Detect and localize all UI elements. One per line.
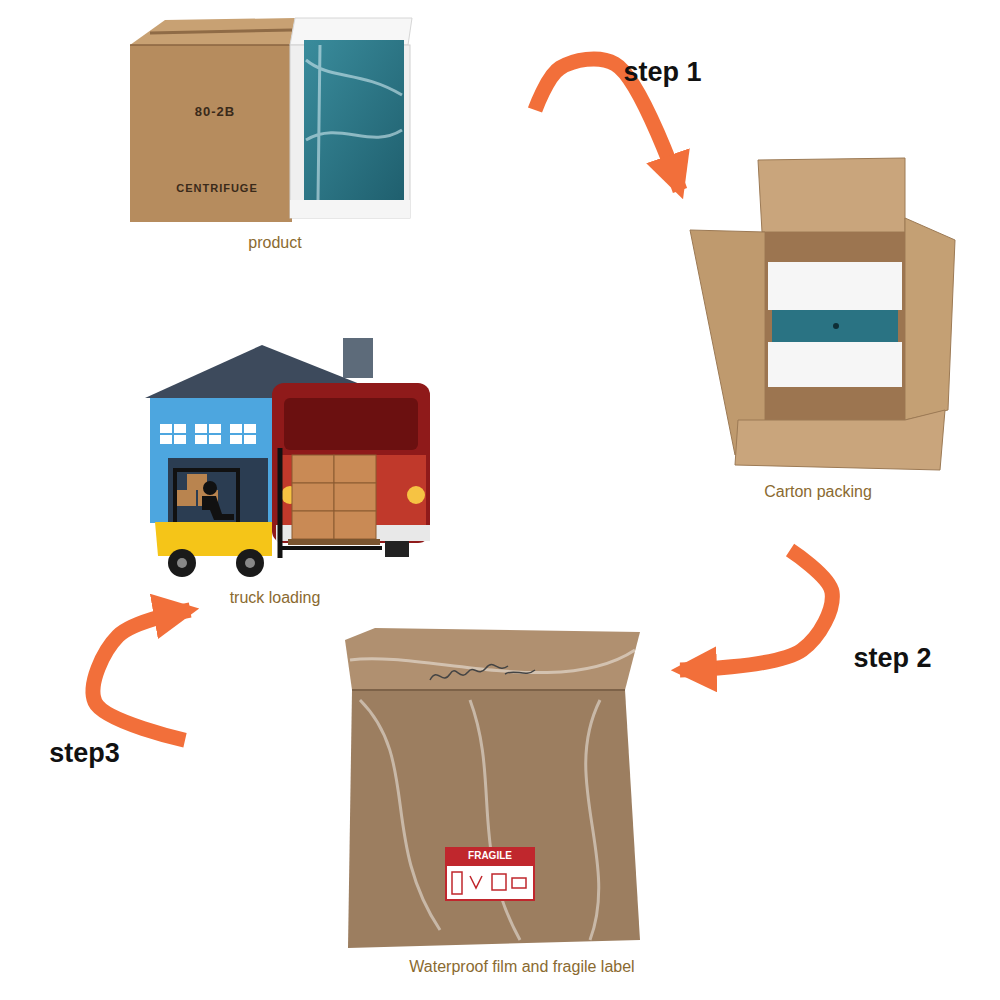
carton-front (130, 45, 292, 222)
forklift-wheel (236, 549, 264, 577)
forklift-wheel (168, 549, 196, 577)
forklift-mast (278, 448, 283, 558)
handwriting (430, 665, 535, 680)
photo-step-node: truck loading (140, 335, 435, 610)
plastic-film (350, 650, 635, 940)
printed-mark: CENTRIFUGE (152, 182, 282, 194)
truck-windshield (284, 398, 418, 450)
truck-wheel (385, 541, 409, 557)
curved-arrow (680, 550, 832, 670)
carton-inside (765, 232, 905, 420)
stored-box (176, 490, 196, 506)
carton-edge (130, 44, 292, 46)
fragile-icons (452, 872, 526, 894)
pallet-boxes (288, 455, 380, 545)
carton-flap (905, 218, 955, 420)
forklift-fork (280, 546, 382, 550)
cargo-box (292, 511, 334, 539)
step-caption: Carton packing (718, 482, 918, 502)
step-label: step 2 (830, 642, 955, 674)
box-edge (352, 689, 625, 691)
carton-top (130, 18, 295, 45)
driver-body (202, 496, 234, 520)
truck-cab (272, 383, 430, 543)
printed-mark: FRAGILE (446, 850, 534, 861)
step-caption: product (215, 233, 335, 253)
driver-head (203, 481, 217, 495)
plastic-sheen (306, 45, 402, 200)
headlight (407, 486, 425, 504)
step-label: step3 (22, 737, 147, 769)
foam-bottom (290, 200, 410, 218)
fragile-band (446, 848, 534, 866)
step-caption: truck loading (195, 588, 355, 608)
truck-loading-illustration (145, 338, 430, 577)
foam-insert (768, 342, 902, 387)
wheel-hub (245, 558, 255, 568)
cargo-box (334, 455, 376, 483)
product-photo (130, 18, 412, 222)
cargo-box (292, 455, 334, 483)
pallet (288, 539, 380, 545)
cargo-box (334, 483, 376, 511)
carton-flap (758, 158, 905, 232)
curved-arrow (93, 610, 190, 740)
wrapped-box-photo (345, 628, 640, 948)
chimney (343, 338, 373, 378)
forklift-cage (175, 470, 238, 522)
step-label: step 1 (600, 56, 725, 88)
photo-step-node: Waterproof film and fragile label (185, 625, 680, 985)
foam-insert (768, 262, 902, 310)
warehouse-door (168, 458, 268, 523)
machine-hole (833, 323, 839, 329)
cargo-box (292, 483, 334, 511)
photo-step-node: product (125, 15, 535, 255)
wheel-hub (177, 558, 187, 568)
carton-flap (735, 410, 945, 470)
carton-tape (150, 30, 292, 33)
step-caption: Waterproof film and fragile label (352, 957, 692, 977)
wrapped-machine (304, 40, 404, 202)
fragile-sticker (446, 848, 534, 900)
photo-step-node: Carton packing (680, 155, 960, 550)
window-panes (160, 424, 256, 444)
printed-mark: 80-2B (165, 104, 265, 119)
carton-packing-photo (690, 158, 955, 470)
wrapped-machine (772, 310, 898, 342)
cargo-box (334, 511, 376, 539)
connector-group (93, 59, 832, 740)
